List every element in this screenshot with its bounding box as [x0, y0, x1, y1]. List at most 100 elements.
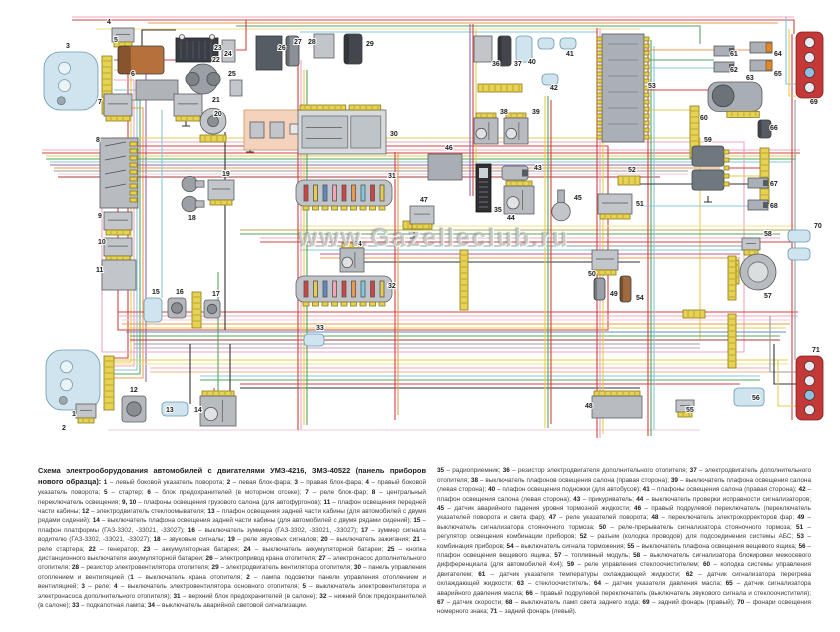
component-number: 52	[628, 167, 636, 174]
part-lampS	[541, 73, 559, 86]
part-conn48	[591, 390, 643, 419]
part-cyl	[117, 45, 165, 75]
component-number: 39	[532, 109, 540, 116]
part-fusebox	[295, 275, 393, 307]
component-number: 19	[222, 171, 230, 178]
part-lamp	[45, 349, 101, 411]
part-fusebox	[295, 179, 393, 211]
part-connv	[103, 355, 115, 411]
component-number: 13	[166, 407, 174, 414]
part-sensS	[713, 61, 735, 73]
component-number: 71	[812, 347, 820, 354]
component-number: 63	[746, 75, 754, 82]
part-motor	[203, 299, 221, 319]
component-number: 7	[98, 99, 102, 106]
part-cyl	[619, 275, 632, 303]
part-sensOr	[749, 41, 773, 54]
part-relay	[103, 93, 133, 122]
part-box	[473, 35, 493, 63]
part-sw8	[99, 137, 139, 209]
part-cluster	[596, 33, 650, 143]
part-box	[427, 153, 463, 181]
part-cyl	[343, 33, 363, 65]
part-battery	[175, 34, 219, 63]
part-lamp	[43, 51, 99, 111]
component-number: 20	[214, 111, 222, 118]
component-number: 60	[700, 115, 708, 122]
part-sw14	[339, 242, 365, 273]
part-dark	[255, 35, 283, 71]
part-fuel	[732, 253, 777, 291]
part-horn	[181, 195, 205, 213]
component-number: 26	[278, 45, 286, 52]
legend-items-35-71: 35 – радиоприемник; 36 – резистор электр…	[437, 467, 812, 616]
component-number: 8	[96, 137, 100, 144]
part-lampS	[161, 401, 189, 417]
component-number: 22	[212, 57, 220, 64]
component-number: 14	[194, 407, 202, 414]
part-relay59	[691, 145, 730, 191]
part-lampS	[559, 37, 577, 50]
component-number: 61	[730, 51, 738, 58]
component-number: 3	[66, 43, 70, 50]
part-box	[229, 79, 243, 97]
part-relay	[103, 211, 133, 236]
part-cyl	[285, 35, 300, 67]
component-number: 41	[566, 51, 574, 58]
part-tail	[795, 355, 824, 421]
component-number: 12	[130, 387, 138, 394]
part-relay	[207, 179, 235, 206]
part-lampS	[787, 229, 811, 243]
component-number: 38	[500, 109, 508, 116]
part-box	[313, 33, 335, 59]
part-box	[135, 79, 179, 101]
part-lampS	[787, 247, 811, 261]
part-sw14	[199, 390, 237, 427]
component-number: 33	[316, 325, 324, 332]
component-number: 50	[588, 271, 596, 278]
component-number: 10	[98, 239, 106, 246]
legend-title: Схема электрооборудования автомобилей с …	[38, 466, 426, 487]
component-number: 66	[770, 125, 778, 132]
component-number: 42	[550, 85, 558, 92]
component-number: 44	[507, 215, 515, 222]
part-relay	[173, 93, 203, 122]
component-number: 46	[445, 145, 453, 152]
part-relay	[591, 249, 619, 276]
component-number: 1	[72, 411, 76, 418]
component-number: 53	[648, 83, 656, 90]
part-relay	[409, 205, 435, 230]
part-relay	[741, 237, 761, 256]
component-number: 59	[704, 137, 712, 144]
part-connv	[727, 255, 737, 301]
component-number: 16	[176, 289, 184, 296]
component-number: 29	[366, 41, 374, 48]
part-sensor45	[551, 189, 571, 222]
part-tail	[795, 31, 824, 99]
part-lampS	[143, 297, 163, 323]
part-motor	[121, 395, 147, 423]
component-number: 28	[308, 39, 316, 46]
part-sensS	[713, 45, 735, 57]
part-sw14	[503, 180, 535, 215]
legend-right-column: 35 – радиоприемник; 36 – резистор электр…	[437, 466, 811, 617]
part-box	[101, 259, 137, 291]
part-connh	[682, 309, 706, 319]
part-lampS	[515, 35, 533, 63]
part-relay	[75, 403, 97, 424]
part-lighter	[501, 165, 529, 181]
component-number: 5	[114, 37, 118, 44]
part-connv	[759, 147, 770, 205]
component-number: 65	[774, 71, 782, 78]
component-number: 36	[492, 61, 500, 68]
component-number: 54	[636, 295, 644, 302]
component-number: 48	[585, 403, 593, 410]
component-number: 35	[494, 207, 502, 214]
component-number: 67	[770, 181, 778, 188]
components	[43, 27, 824, 427]
component-number: 4	[107, 19, 111, 26]
part-connv	[727, 313, 737, 369]
